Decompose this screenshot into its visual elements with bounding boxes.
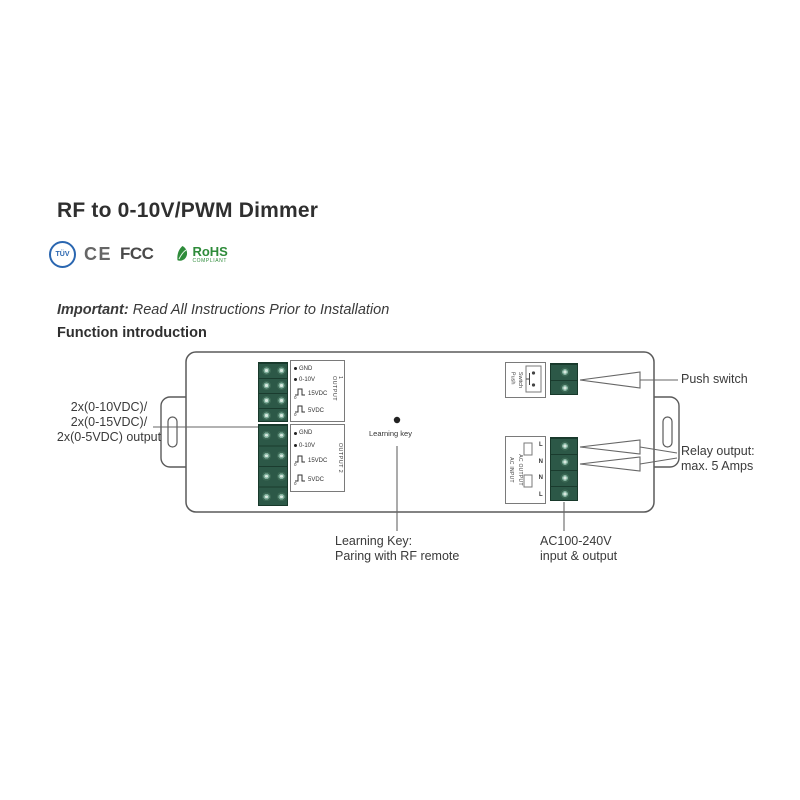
output2-terminal-block: [258, 424, 288, 506]
tuv-label: TÜV: [55, 250, 70, 258]
pwm-wave-icon: [295, 474, 305, 482]
relay-output-callout: Relay output: max. 5 Amps: [681, 444, 755, 473]
section-title: Function introduction: [57, 325, 207, 341]
wire-dot: [294, 367, 297, 370]
ce-mark: CE: [84, 243, 113, 264]
relay-terminal-letters: L N N L: [539, 437, 543, 503]
rohs-compliant-label: COMPLIANT: [192, 257, 228, 264]
wire-dot: [294, 444, 297, 448]
output1-row-15vdc: 0 15VDC: [294, 388, 334, 400]
push-button-symbol: [525, 365, 542, 393]
fcc-mark: FCC: [120, 244, 154, 263]
rohs-leaf-icon: [177, 246, 188, 261]
relay-contact-symbol-2: [523, 474, 533, 488]
device-body: [185, 351, 655, 513]
output2-panel: GND 0-10V 0 15VDC 0 5VDC OUTPUT 2: [290, 424, 345, 492]
terminal-label: GND: [299, 430, 313, 437]
terminal-label: 15VDC: [308, 390, 328, 397]
important-label: Important:: [57, 302, 129, 318]
pwm-zero-label: 0: [294, 411, 297, 417]
output1-row-0-10v: 0-10V: [294, 377, 334, 383]
relay-letter: N: [538, 458, 543, 465]
relay-letter: L: [538, 442, 543, 449]
pwm-zero-label: 0: [294, 480, 297, 486]
output1-vertical-label: OUTPUT 1: [331, 376, 343, 401]
relay-letter: L: [538, 491, 543, 498]
tuv-logo: TÜV: [49, 240, 76, 268]
output2-row-5vdc: 0 5VDC: [294, 474, 334, 486]
push-switch-panel: Push Switch: [505, 362, 546, 398]
outputs-callout: 2x(0-10VDC)/ 2x(0-15VDC)/ 2x(0-5VDC) out…: [56, 400, 162, 444]
ac-power-callout: AC100-240V input & output: [540, 534, 618, 563]
terminal-label: 0-10V: [299, 442, 316, 449]
output2-vertical-label: OUTPUT 2: [337, 442, 343, 474]
ac-panel: AC INPUT AC OUTPUT L N N L: [505, 436, 546, 504]
rohs-label: RoHS: [192, 243, 228, 259]
ac-input-label: AC INPUT: [508, 457, 514, 483]
terminal-label: 5VDC: [308, 476, 325, 483]
pwm-zero-label: 0: [294, 394, 297, 400]
terminal-label: 15VDC: [308, 458, 328, 465]
terminal-label: 5VDC: [308, 407, 325, 414]
rohs-logo: RoHS COMPLIANT: [175, 245, 228, 264]
wire-dot: [294, 431, 297, 435]
output2-row-gnd: GND: [294, 430, 334, 436]
terminal-label: 0-10V: [299, 376, 316, 383]
push-switch-terminal-block: [550, 363, 578, 395]
relay-letter: N: [538, 475, 543, 482]
ac-output-label: AC OUTPUT: [517, 454, 523, 486]
output1-row-gnd: GND: [294, 366, 334, 372]
pwm-wave-icon: [295, 388, 305, 395]
certification-row: TÜV CE FCC RoHS COMPLIANT: [49, 239, 228, 269]
rohs-text: RoHS COMPLIANT: [192, 245, 227, 264]
pwm-zero-label: 0: [294, 462, 297, 468]
output1-row-5vdc: 0 5VDC: [294, 405, 334, 417]
terminal-label: GND: [299, 365, 313, 372]
relay-contact-symbol-1: [523, 442, 533, 456]
output2-row-0-10v: 0-10V: [294, 443, 334, 449]
relay-callout-line-2: [639, 457, 678, 465]
learning-key-callout: Learning Key: Paring with RF remote: [335, 534, 460, 563]
wire-dot: [294, 378, 297, 381]
push-switch-callout: Push switch: [681, 372, 748, 386]
pwm-wave-icon: [295, 405, 305, 412]
important-note: Important: Read All Instructions Prior t…: [57, 302, 389, 318]
page-title: RF to 0-10V/PWM Dimmer: [57, 199, 319, 222]
important-text: Read All Instructions Prior to Installat…: [128, 302, 390, 318]
learning-key-label: Learning key: [369, 429, 412, 438]
ac-terminal-block: [550, 437, 578, 501]
relay-callout-line-1: [639, 446, 678, 454]
output1-terminal-block: [258, 362, 288, 422]
learning-key-button: [393, 416, 401, 424]
pwm-wave-icon: [295, 455, 305, 463]
output2-row-15vdc: 0 15VDC: [294, 455, 334, 467]
push-switch-panel-label: Push Switch: [509, 371, 523, 389]
mount-slot-left: [167, 416, 178, 448]
output1-panel: GND 0-10V 0 15VDC 0 5VDC OUTPUT 1: [290, 360, 345, 422]
mount-slot-right: [662, 416, 673, 448]
